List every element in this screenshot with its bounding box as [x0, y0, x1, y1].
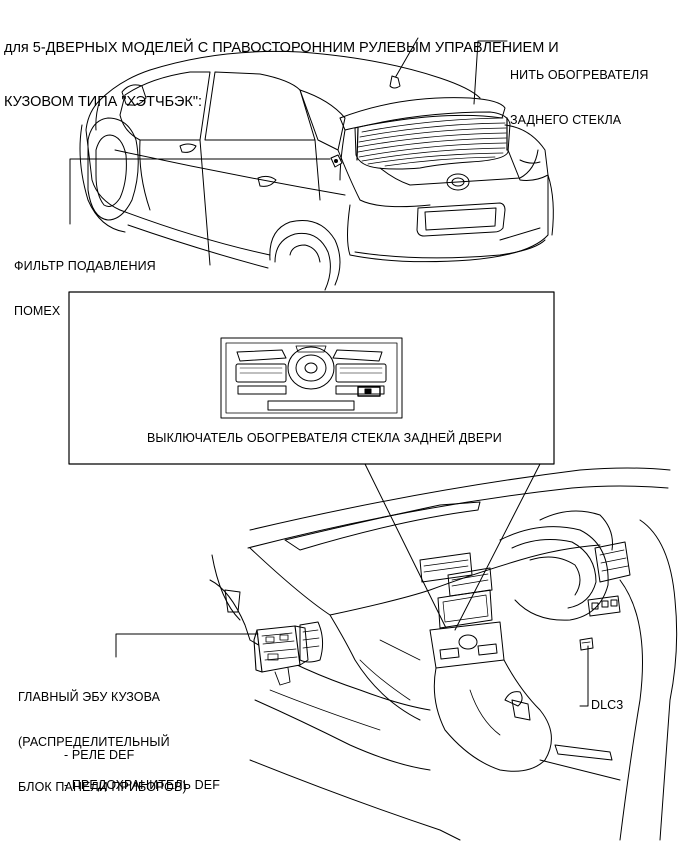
label-body-ecu-line-3: БЛОК ПАНЕЛИ ПРИБОРОВ) [18, 780, 187, 794]
dashboard-illustration [210, 468, 677, 840]
license-plate [417, 203, 505, 236]
leader-defogger-wire [474, 41, 507, 104]
defogger-switch-button [358, 387, 380, 396]
label-defogger-switch: ВЫКЛЮЧАТЕЛЬ ОБОГРЕВАТЕЛЯ СТЕКЛА ЗАДНЕЙ Д… [147, 431, 502, 445]
defogger-grid [357, 118, 507, 166]
rear-window [355, 112, 510, 169]
antenna [395, 38, 418, 78]
rear-wheel [275, 233, 330, 290]
steering-wheel [500, 527, 608, 621]
leader-body-ecu [116, 634, 258, 657]
front-wheel [88, 118, 138, 220]
car-illustration [80, 38, 553, 290]
label-body-ecu-line-1: ГЛАВНЫЙ ЭБУ КУЗОВА [18, 690, 161, 704]
inset-connector [365, 464, 540, 630]
inset-frame [69, 292, 554, 464]
label-dlc3: DLC3 [591, 698, 624, 712]
label-body-ecu: ГЛАВНЫЙ ЭБУ КУЗОВА (РАСПРЕДЕЛИТЕЛЬНЫЙ БЛ… [18, 660, 187, 810]
label-noise-filter-line-2: ПОМЕХ [14, 304, 61, 318]
leader-noise-filter [70, 159, 330, 224]
label-noise-filter-line-1: ФИЛЬТР ПОДАВЛЕНИЯ [14, 259, 156, 273]
label-defogger-wire-line-2: ЗАДНЕГО СТЕКЛА [510, 113, 622, 127]
label-noise-filter: ФИЛЬТР ПОДАВЛЕНИЯ ПОМЕХ [14, 229, 156, 334]
leader-dlc3 [580, 646, 588, 706]
rear-badge [447, 174, 469, 190]
label-body-ecu-line-2: (РАСПРЕДЕЛИТЕЛЬНЫЙ [18, 735, 170, 749]
climate-panel [221, 338, 402, 418]
dlc3-component [580, 638, 593, 650]
label-defogger-wire-line-1: НИТЬ ОБОГРЕВАТЕЛЯ [510, 68, 649, 82]
side-mirror [122, 85, 146, 105]
label-fuse-def: - ПРЕДОХРАНИТЕЛЬ DEF [64, 778, 220, 792]
body-ecu-component [254, 626, 308, 685]
label-relay-def: - РЕЛЕ DEF [64, 748, 135, 762]
label-defogger-wire: НИТЬ ОБОГРЕВАТЕЛЯ ЗАДНЕГО СТЕКЛА [510, 38, 648, 143]
